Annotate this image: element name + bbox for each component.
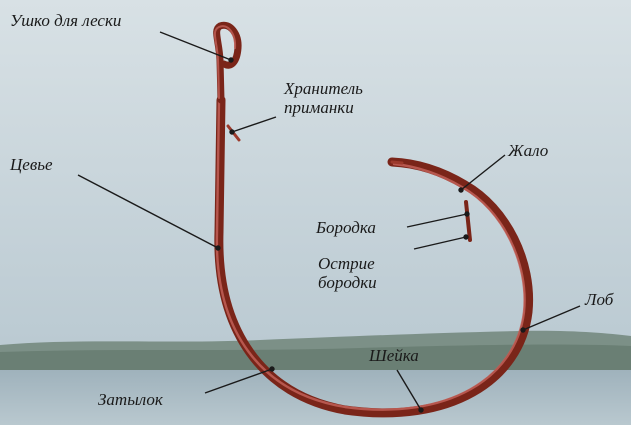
label-bend: Затылок xyxy=(98,390,163,409)
label-bait-holder-line2: приманки xyxy=(284,98,363,117)
label-bait-holder-line1: Хранитель xyxy=(284,79,363,98)
label-throat: Шейка xyxy=(369,346,419,365)
label-point: Жало xyxy=(508,141,548,160)
label-barb-tip-line2: бородки xyxy=(318,273,377,292)
label-eye: Ушко для лески xyxy=(10,11,121,30)
label-shank: Цевье xyxy=(10,155,52,174)
label-barb-tip-line1: Острие xyxy=(318,254,377,273)
label-bait-holder: Хранитель приманки xyxy=(284,79,363,117)
label-gap: Лоб xyxy=(585,290,613,309)
label-barb: Бородка xyxy=(316,218,376,237)
hook-point xyxy=(392,162,402,163)
label-barb-tip: Острие бородки xyxy=(318,254,377,292)
